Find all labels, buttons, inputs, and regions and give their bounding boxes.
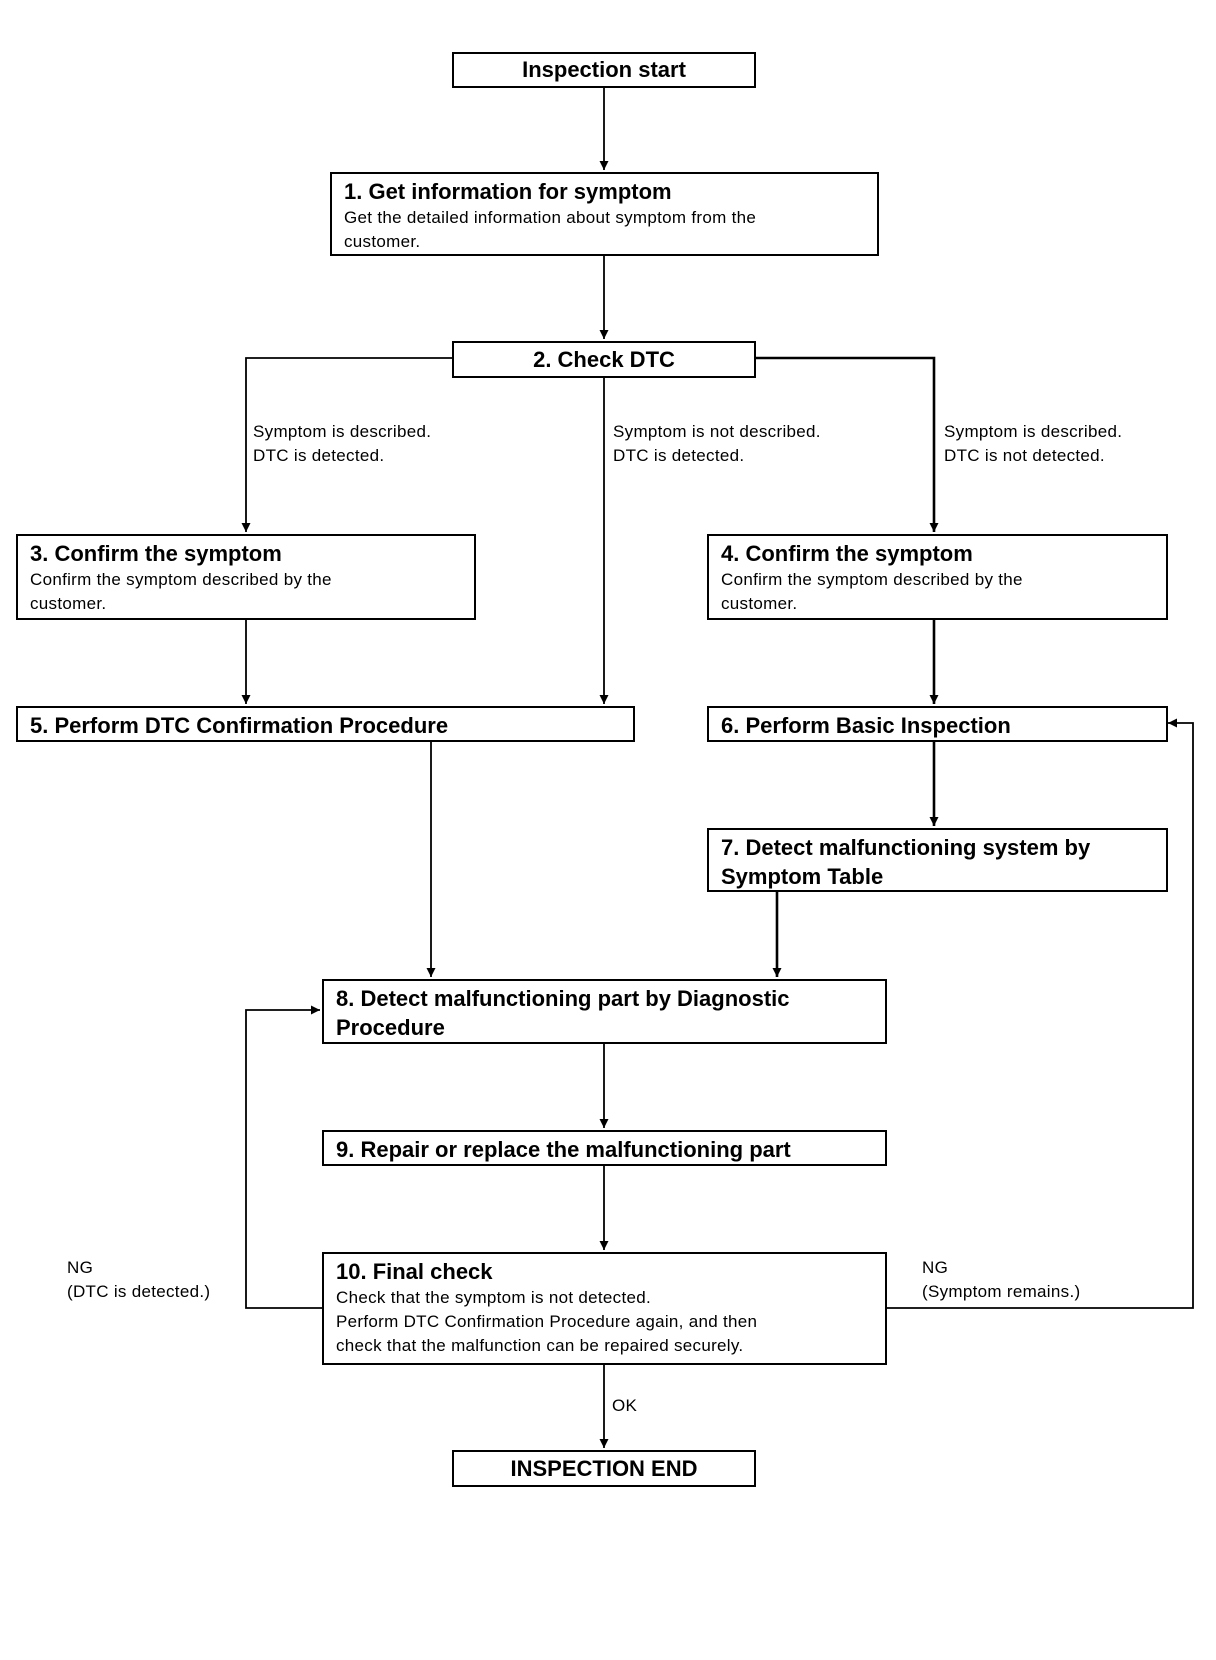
- connector-step2-to-step4: [756, 356, 939, 532]
- inspection-end-title: INSPECTION END: [510, 1455, 698, 1481]
- step-1-desc-line-1: Get the detailed information about sympt…: [344, 208, 757, 227]
- step-6-title: 6. Perform Basic Inspection: [721, 713, 1011, 738]
- step-2-box: 2. Check DTC: [452, 341, 756, 378]
- step-3-title: 3. Confirm the symptom: [30, 541, 282, 566]
- connector-ng-loop-to-step8: [245, 1005, 322, 1309]
- step-4-desc-line-1: Confirm the symptom described by the: [721, 570, 1023, 589]
- inspection-start-title: Inspection start: [522, 57, 686, 82]
- step-4-box: 4. Confirm the symptom Confirm the sympt…: [707, 534, 1168, 620]
- step-1-box: 1. Get information for symptom Get the d…: [330, 172, 879, 256]
- inspection-end-box: INSPECTION END: [452, 1450, 756, 1487]
- edge-label-ng-left-line-2: (DTC is detected.): [67, 1282, 211, 1301]
- connector-step2-to-step3: [241, 357, 452, 532]
- step-10-desc-line-3: check that the malfunction can be repair…: [336, 1336, 744, 1355]
- edge-label-right-branch-line-1: Symptom is described.: [944, 422, 1123, 441]
- edge-label-ng-right-line-1: NG: [922, 1258, 949, 1277]
- step-8-title-line-2: Procedure: [336, 1015, 445, 1040]
- step-4-title: 4. Confirm the symptom: [721, 541, 973, 566]
- step-3-desc-line-2: customer.: [30, 594, 107, 613]
- edge-label-right-branch: Symptom is described. DTC is not detecte…: [944, 420, 1122, 468]
- step-6-box: 6. Perform Basic Inspection: [707, 706, 1168, 742]
- step-1-desc-line-2: customer.: [344, 232, 421, 251]
- step-10-desc-line-2: Perform DTC Confirmation Procedure again…: [336, 1312, 758, 1331]
- edge-label-left-branch-line-2: DTC is detected.: [253, 446, 385, 465]
- step-9-box: 9. Repair or replace the malfunctioning …: [322, 1130, 887, 1166]
- edge-label-middle-branch-line-1: Symptom is not described.: [613, 422, 821, 441]
- step-10-desc-line-1: Check that the symptom is not detected.: [336, 1288, 652, 1307]
- edge-label-middle-branch-line-2: DTC is detected.: [613, 446, 745, 465]
- edge-label-middle-branch: Symptom is not described. DTC is detecte…: [613, 420, 821, 468]
- edge-label-ng-left-line-1: NG: [67, 1258, 94, 1277]
- step-10-title: 10. Final check: [336, 1259, 493, 1284]
- step-8-title-line-1: 8. Detect malfunctioning part by Diagnos…: [336, 986, 790, 1011]
- step-5-box: 5. Perform DTC Confirmation Procedure: [16, 706, 635, 742]
- edge-label-left-branch: Symptom is described. DTC is detected.: [253, 420, 431, 468]
- step-4-desc-line-2: customer.: [721, 594, 798, 613]
- inspection-start-box: Inspection start: [452, 52, 756, 88]
- step-7-box: 7. Detect malfunctioning system by Sympt…: [707, 828, 1168, 892]
- connector-ng-loop-to-step6: [886, 718, 1194, 1309]
- step-8-box: 8. Detect malfunctioning part by Diagnos…: [322, 979, 887, 1044]
- edge-label-ok: OK: [612, 1394, 637, 1418]
- step-7-title-line-1: 7. Detect malfunctioning system by: [721, 835, 1091, 860]
- step-10-box: 10. Final check Check that the symptom i…: [322, 1252, 887, 1365]
- edge-label-right-branch-line-2: DTC is not detected.: [944, 446, 1105, 465]
- step-9-title: 9. Repair or replace the malfunctioning …: [336, 1137, 791, 1162]
- edge-label-ok-text: OK: [612, 1396, 638, 1415]
- step-2-title: 2. Check DTC: [533, 346, 675, 372]
- step-3-box: 3. Confirm the symptom Confirm the sympt…: [16, 534, 476, 620]
- edge-label-left-branch-line-1: Symptom is described.: [253, 422, 432, 441]
- edge-label-ng-right: NG (Symptom remains.): [922, 1256, 1080, 1304]
- step-3-desc-line-1: Confirm the symptom described by the: [30, 570, 332, 589]
- edge-label-ng-right-line-2: (Symptom remains.): [922, 1282, 1081, 1301]
- step-7-title-line-2: Symptom Table: [721, 864, 884, 889]
- edge-label-ng-left: NG (DTC is detected.): [67, 1256, 210, 1304]
- step-5-title: 5. Perform DTC Confirmation Procedure: [30, 713, 449, 738]
- step-1-title: 1. Get information for symptom: [344, 179, 672, 204]
